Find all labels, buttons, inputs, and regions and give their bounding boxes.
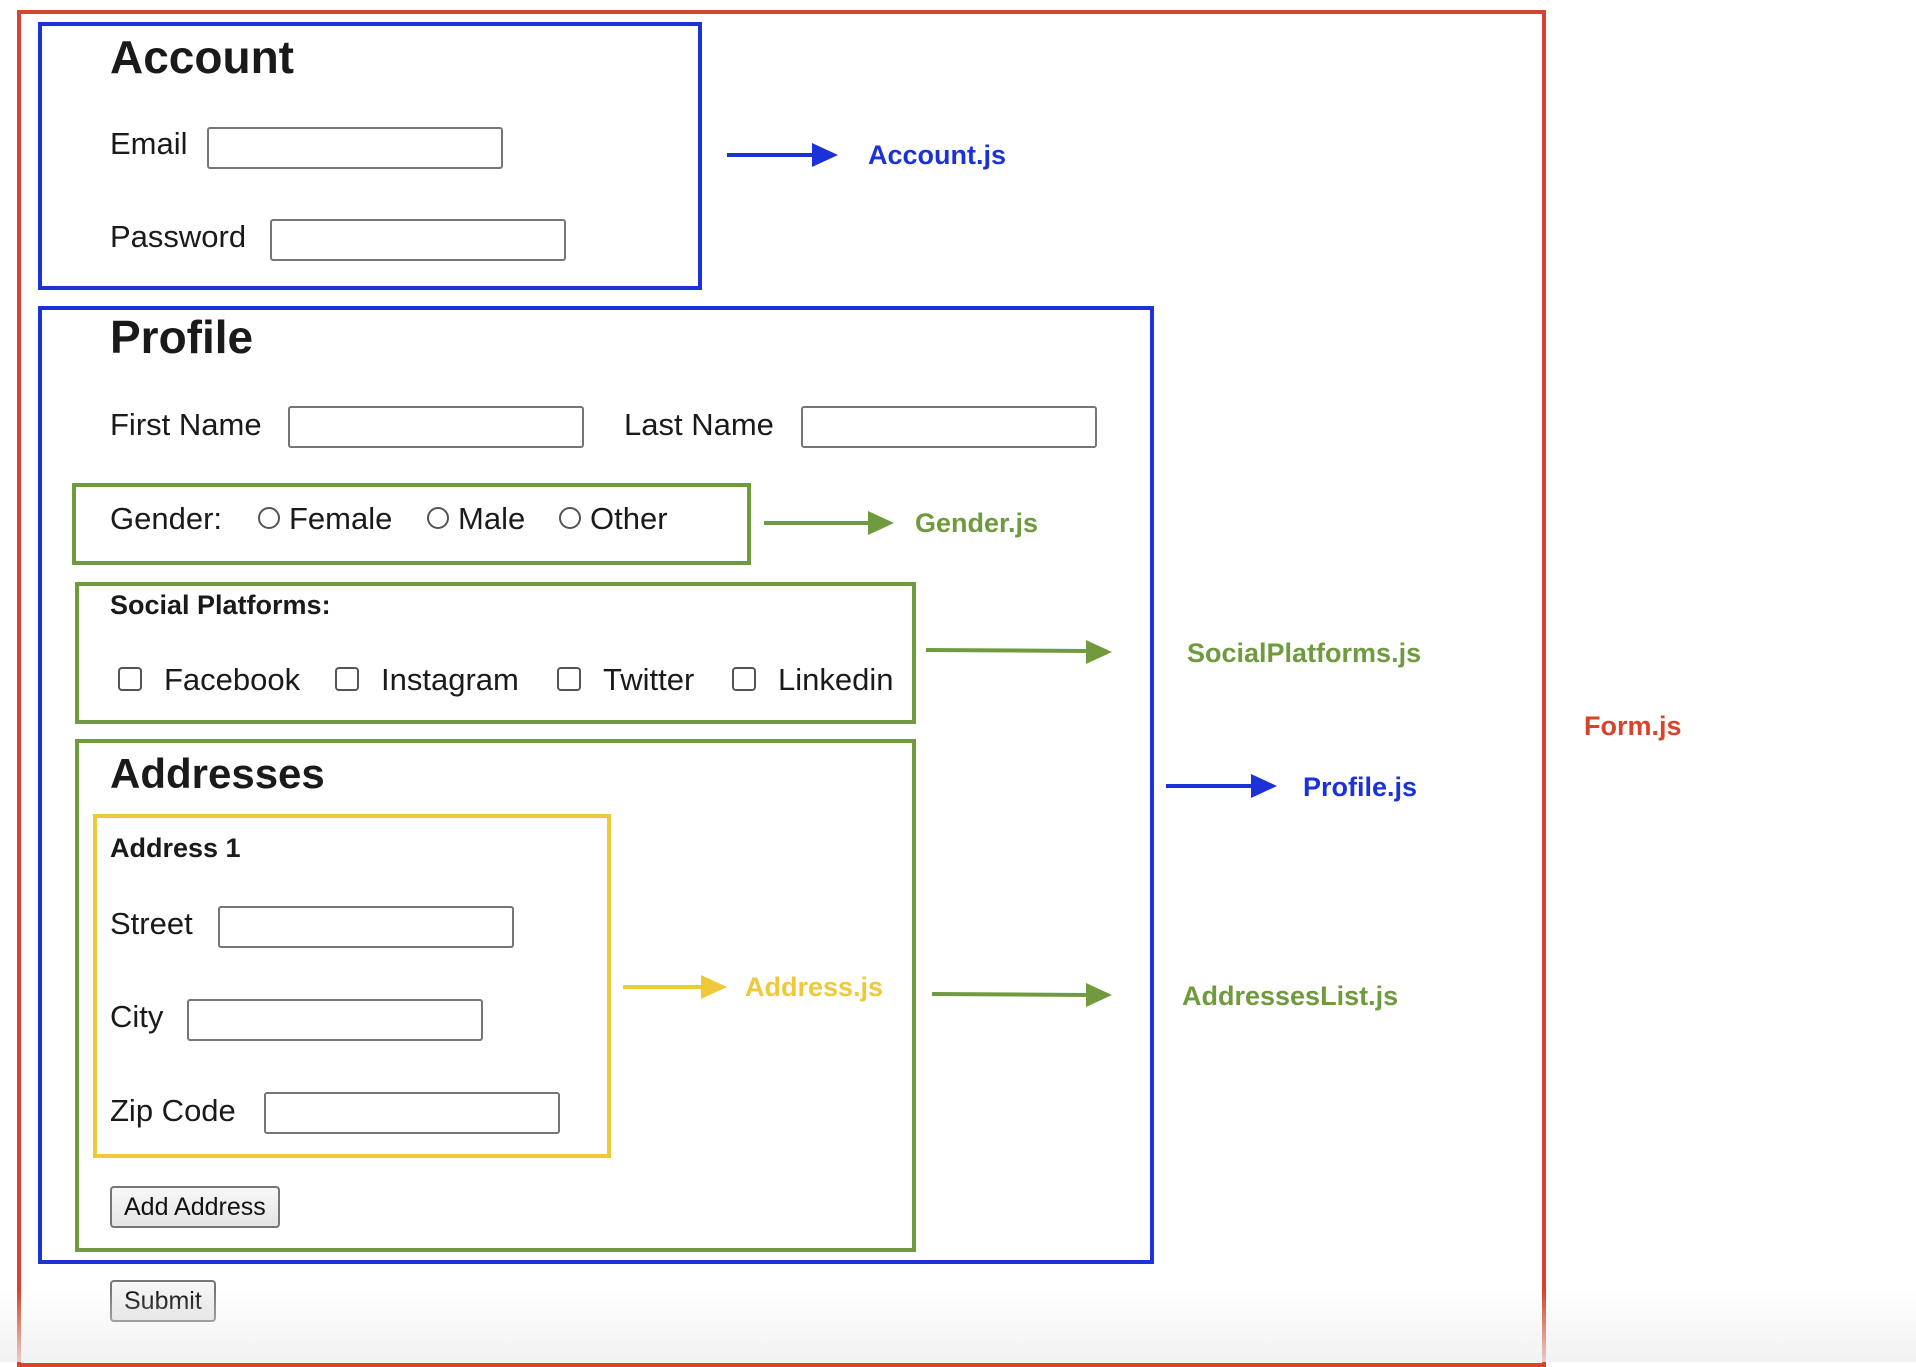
linkedin-checkbox[interactable] bbox=[732, 667, 756, 691]
first-name-field[interactable] bbox=[288, 406, 584, 448]
email-label: Email bbox=[110, 126, 188, 161]
social-platforms-section bbox=[75, 582, 916, 724]
twitter-checkbox[interactable] bbox=[557, 667, 581, 691]
street-label: Street bbox=[110, 906, 193, 941]
instagram-label: Instagram bbox=[381, 662, 519, 697]
password-label: Password bbox=[110, 219, 247, 254]
social-platforms-js-label: SocialPlatforms.js bbox=[1187, 638, 1422, 668]
gender-js-label: Gender.js bbox=[915, 508, 1039, 538]
last-name-label: Last Name bbox=[624, 407, 774, 442]
gender-option-female: Female bbox=[289, 501, 393, 536]
social-platforms-title: Social Platforms: bbox=[110, 590, 331, 620]
last-name-field[interactable] bbox=[801, 406, 1097, 448]
addresses-list-js-label: AddressesList.js bbox=[1182, 981, 1399, 1011]
gender-option-other: Other bbox=[590, 501, 668, 536]
bottom-shadow bbox=[0, 1290, 1916, 1362]
facebook-label: Facebook bbox=[164, 662, 301, 697]
linkedin-label: Linkedin bbox=[778, 662, 894, 697]
instagram-checkbox[interactable] bbox=[335, 667, 359, 691]
account-title: Account bbox=[110, 31, 294, 83]
account-js-label: Account.js bbox=[868, 140, 1007, 170]
gender-radio-other[interactable] bbox=[559, 507, 581, 529]
zip-code-label: Zip Code bbox=[110, 1093, 236, 1128]
gender-option-male: Male bbox=[458, 501, 526, 536]
gender-label: Gender: bbox=[110, 501, 223, 536]
form-js-label: Form.js bbox=[1584, 711, 1682, 741]
address-js-label: Address.js bbox=[745, 972, 884, 1002]
gender-radio-female[interactable] bbox=[258, 507, 280, 529]
account-section bbox=[38, 22, 702, 290]
gender-radio-male[interactable] bbox=[427, 507, 449, 529]
zip-code-field[interactable] bbox=[264, 1092, 560, 1134]
addresses-title: Addresses bbox=[110, 750, 325, 797]
address-1-title: Address 1 bbox=[110, 833, 241, 863]
email-field[interactable] bbox=[207, 127, 503, 169]
password-field[interactable] bbox=[270, 219, 566, 261]
add-address-button[interactable]: Add Address bbox=[110, 1186, 280, 1228]
city-label: City bbox=[110, 999, 164, 1034]
twitter-label: Twitter bbox=[603, 662, 695, 697]
address-1-section bbox=[93, 814, 611, 1158]
city-field[interactable] bbox=[187, 999, 483, 1041]
street-field[interactable] bbox=[218, 906, 514, 948]
first-name-label: First Name bbox=[110, 407, 262, 442]
addresses-section bbox=[75, 739, 916, 1252]
profile-title: Profile bbox=[110, 311, 254, 363]
facebook-checkbox[interactable] bbox=[118, 667, 142, 691]
profile-js-label: Profile.js bbox=[1303, 772, 1418, 802]
gender-section bbox=[72, 483, 751, 565]
profile-section bbox=[38, 306, 1154, 1264]
